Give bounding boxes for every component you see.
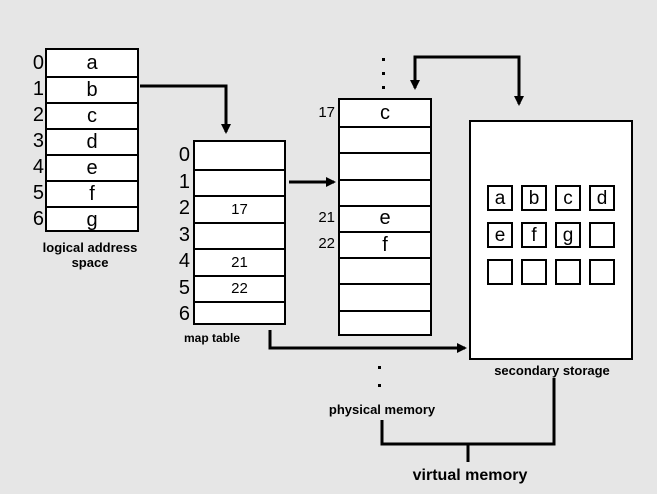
physical-memory-label: physical memory (328, 402, 436, 417)
map-table-index: 0 (178, 144, 190, 166)
physical-memory-frame: c (380, 101, 390, 124)
map-table-index: 2 (178, 197, 190, 219)
physical-frame-number: 22 (318, 235, 335, 252)
logical-address-space-label: logical address space (30, 240, 150, 270)
secondary-storage-slot (589, 222, 615, 248)
secondary-storage-slot (521, 259, 547, 285)
logical-cell: c (47, 102, 137, 128)
arrow-physical-secondary-link (413, 55, 524, 106)
map-table-cell: 17 (195, 195, 284, 222)
physical-memory-frame (340, 178, 430, 205)
logical-index: 6 (32, 208, 44, 230)
logical-index: 0 (32, 52, 44, 74)
logical-index: 5 (32, 182, 44, 204)
map-table-cell (195, 168, 284, 196)
secondary-storage-slot: c (555, 185, 581, 211)
ellipsis-dots (378, 58, 385, 387)
physical-memory-frame: e (340, 204, 430, 231)
logical-cell: b (47, 76, 137, 102)
logical-index: 3 (32, 130, 44, 152)
map-table-index: 6 (178, 303, 190, 325)
physical-memory-frame (340, 126, 430, 152)
logical-address-space-label-line1: logical address (42, 240, 138, 255)
virtual-memory-label: virtual memory (412, 467, 528, 484)
physical-memory-frame (340, 152, 430, 178)
logical-index: 4 (32, 156, 44, 178)
map-table-cell (195, 301, 284, 328)
logical-cell: e (47, 154, 137, 180)
logical-cell: f (47, 180, 137, 206)
physical-memory-frame (340, 283, 430, 309)
logical-cell: g (47, 206, 137, 232)
map-table-cell: 21 (195, 248, 284, 275)
physical-memory-frame (340, 257, 430, 283)
secondary-storage-slot: f (521, 222, 547, 248)
map-table-index: 5 (178, 276, 190, 299)
secondary-storage-slot (589, 259, 615, 285)
secondary-storage-slot: a (487, 185, 513, 211)
map-table-cell: 22 (195, 274, 284, 302)
map-table-cell (195, 221, 284, 249)
secondary-storage-slot: e (487, 222, 513, 248)
physical-memory-frame (340, 309, 430, 336)
map-table-index: 3 (178, 223, 190, 246)
secondary-storage-slot: d (589, 185, 615, 211)
logical-cell: a (86, 51, 98, 74)
logical-address-space-label-line2: space (71, 255, 109, 270)
secondary-storage-slot (555, 259, 581, 285)
secondary-storage-slot: b (521, 185, 547, 211)
physical-frame-number: 17 (318, 104, 335, 121)
secondary-storage-slot (487, 259, 513, 285)
logical-index: 1 (32, 78, 44, 100)
logical-cell: d (47, 128, 137, 154)
secondary-storage-slot: g (555, 222, 581, 248)
secondary-storage-label: secondary storage (494, 363, 610, 378)
map-table-cell (195, 142, 284, 169)
map-table-label: map table (184, 331, 241, 345)
logical-index: 2 (32, 104, 44, 126)
arrow-logical-to-map (140, 84, 231, 134)
map-table-index: 4 (178, 250, 190, 272)
arrow-map-to-secondary (268, 330, 467, 353)
physical-frame-number: 21 (318, 208, 335, 226)
physical-memory-frame: f (340, 231, 430, 257)
map-table-index: 1 (178, 170, 190, 193)
